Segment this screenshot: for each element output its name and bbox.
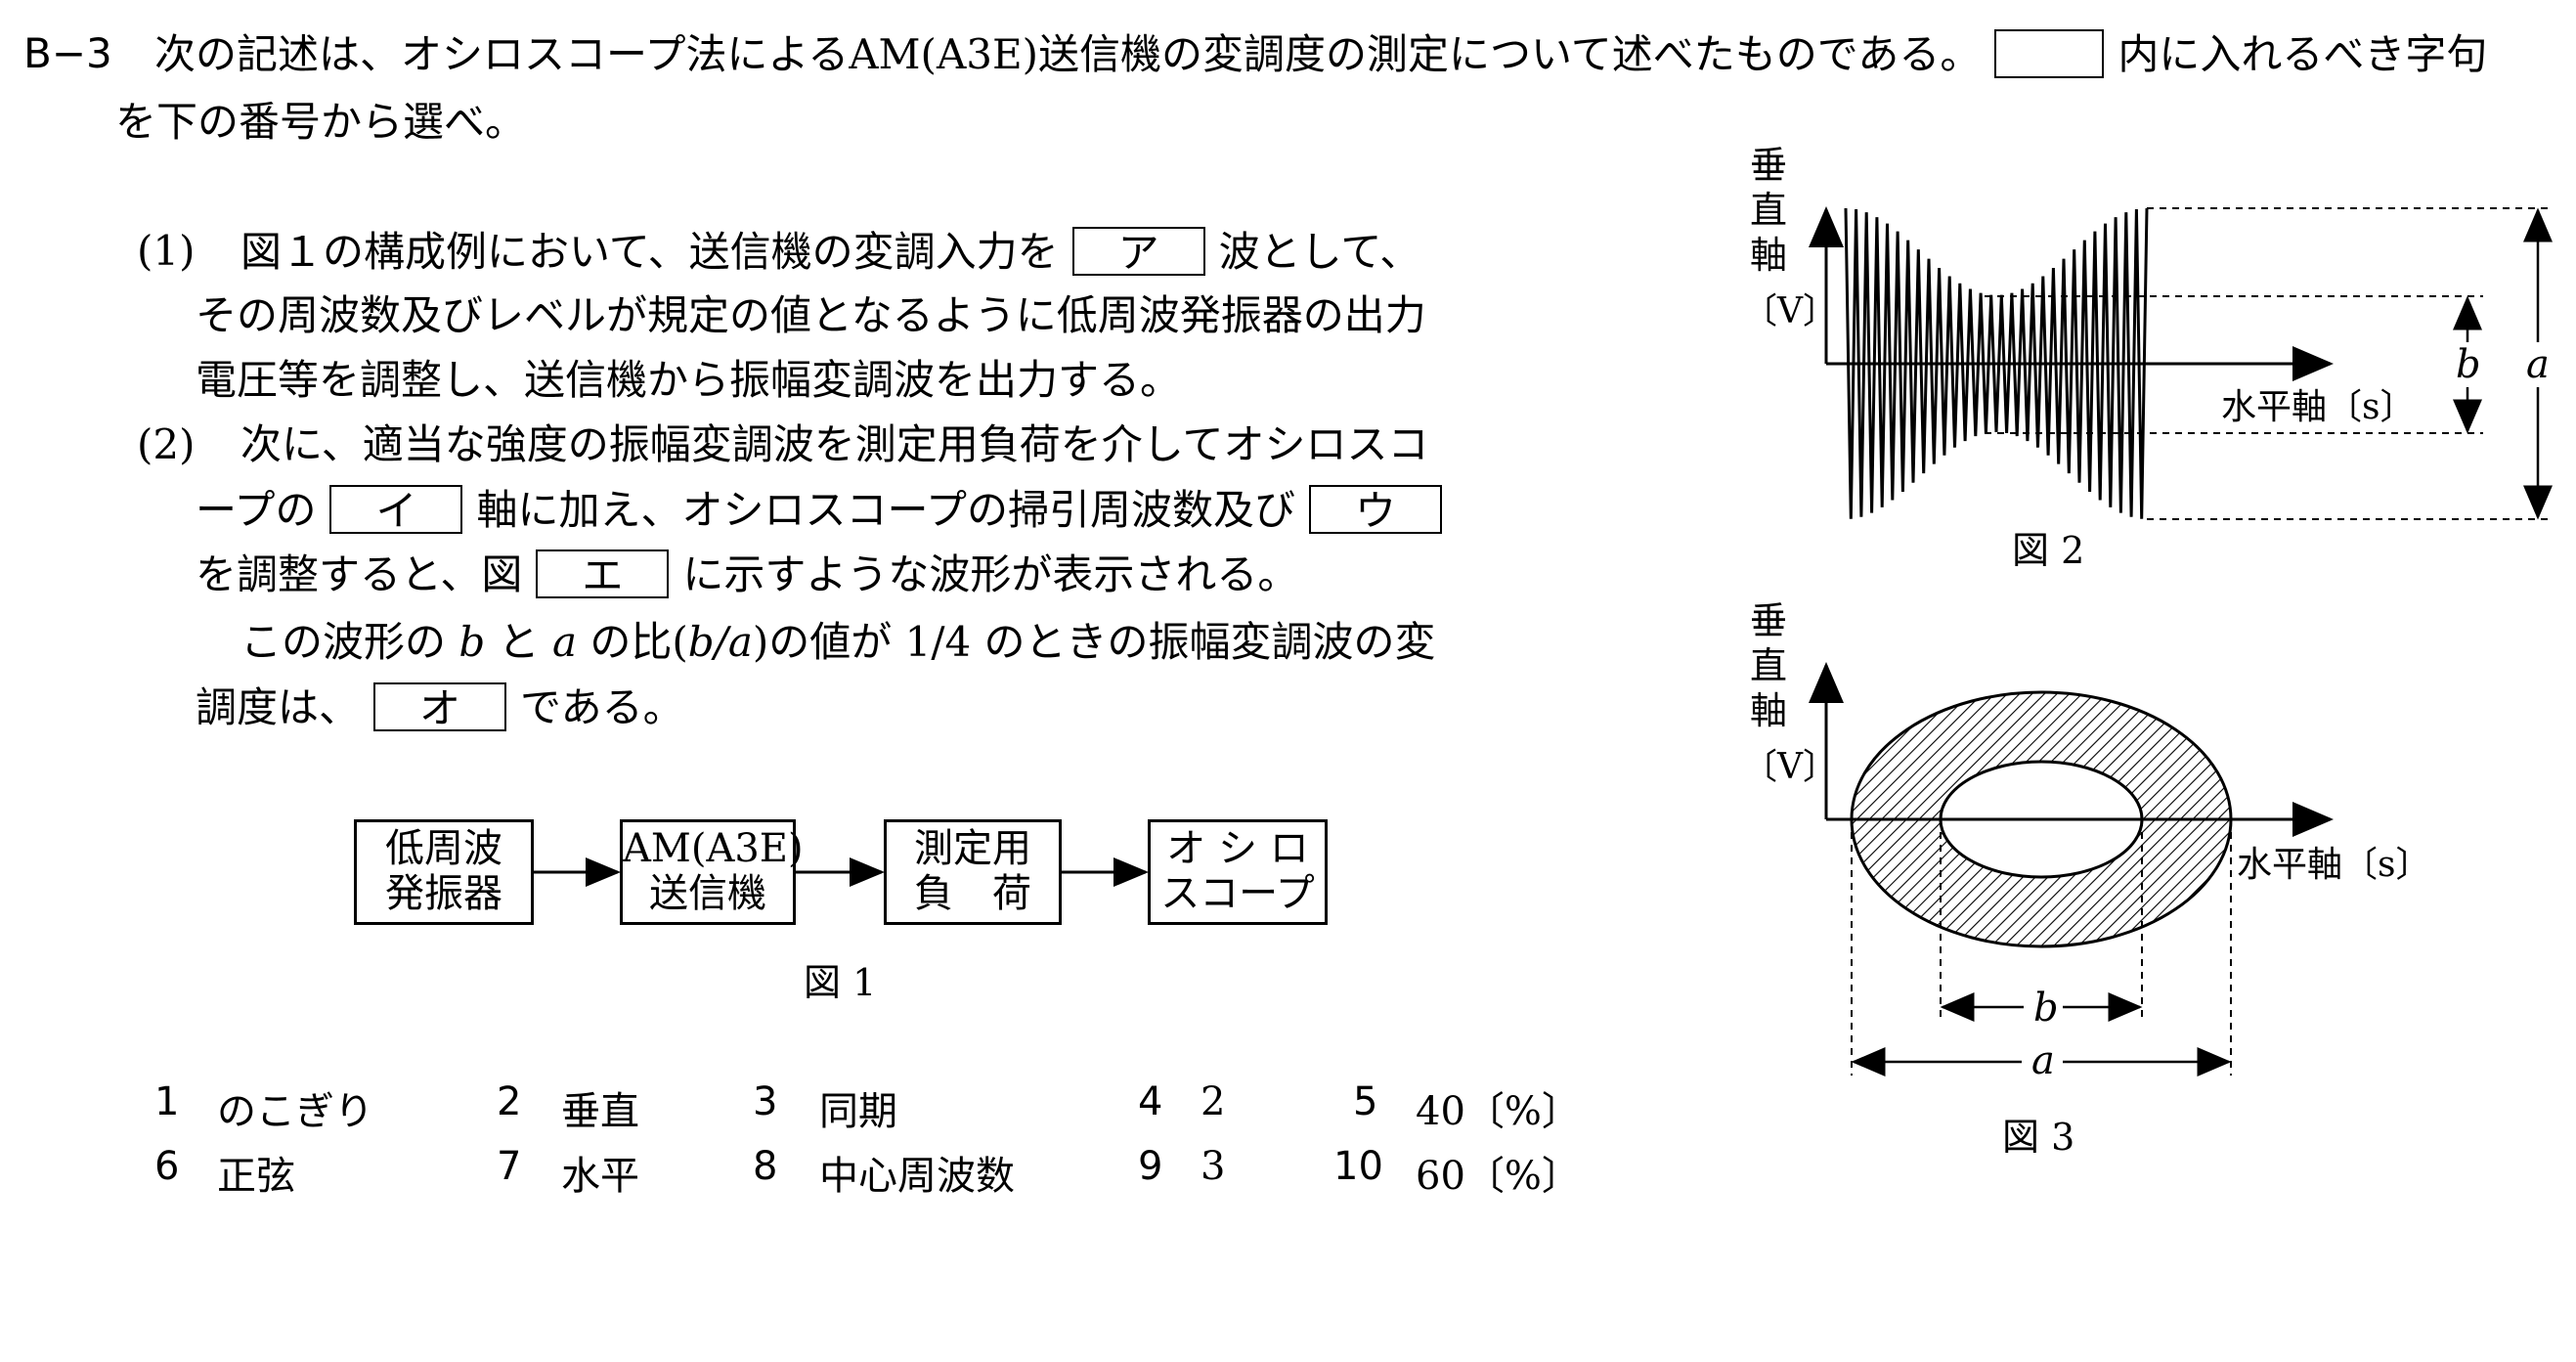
item-2-text-h: )の値が 1/4 のときの振幅変調波の変 (752, 618, 1436, 666)
fig2-am-waveform (1844, 207, 2149, 519)
fig1-box-oscillator: 低周波 発振器 (354, 819, 534, 925)
choice-7-num: 7 (497, 1144, 522, 1189)
item-2-text-a: ープの (196, 486, 317, 534)
item-2-line1: 次に、適当な強度の振幅変調波を測定用負荷を介してオシロスコ (240, 420, 1429, 468)
fig2-y-label-2: 直 (1750, 189, 1787, 232)
fig3-x-label: 水平軸〔s〕 (2237, 845, 2430, 885)
ratio: b/a (687, 618, 753, 666)
fig1-box-1-l1: 低周波 (385, 826, 502, 871)
blank-u: ウ (1308, 485, 1442, 535)
fig2-label-b: b (2456, 342, 2481, 387)
var-b: b (458, 618, 486, 666)
blank-i: イ (329, 485, 463, 535)
blank-e: エ (536, 549, 670, 599)
blank-box-generic (1994, 29, 2105, 78)
item-1-line2: その周波数及びレベルが規定の値となるように低周波発振器の出力 (196, 291, 1426, 339)
choice-6-text: 正弦 (217, 1154, 295, 1199)
fig1-box-3-l1: 測定用 (914, 826, 1031, 871)
fig3-label-b: b (2033, 986, 2059, 1031)
choice-1-text: のこぎり (217, 1089, 373, 1134)
fig1-box-4-l2: スコープ (1160, 871, 1315, 916)
fig1-box-4-l1: オ シ ロ (1166, 826, 1309, 871)
item-2-line3: を調整すると、図エに示すような波形が表示される。 (196, 549, 1299, 602)
fig3-caption: 図 3 (2002, 1116, 2074, 1159)
item-2-line2: ープのイ軸に加え、オシロスコープの掃引周波数及びウ (196, 485, 1456, 538)
fig1-box-2-l2: 送信機 (649, 871, 766, 916)
choice-5-num: 5 (1353, 1079, 1378, 1124)
item-1-line1: 図１の構成例において、送信機の変調入力をア波として、 (240, 227, 1421, 280)
fig2-x-label: 水平軸〔s〕 (2221, 387, 2415, 427)
choice-9-num: 9 (1138, 1144, 1163, 1189)
fig1-arrows (534, 857, 1149, 887)
fig1-box-load: 測定用 負 荷 (884, 819, 1062, 925)
question-stem: 次の記述は、オシロスコープ法によるAM(A3E)送信機の変調度の測定について述べ… (154, 29, 2488, 82)
choice-4-num: 4 (1138, 1079, 1163, 1124)
choice-8-text: 中心周波数 (819, 1154, 1015, 1199)
item-2-line5: 調度は、オである。 (196, 682, 684, 735)
blank-o: オ (373, 682, 507, 732)
fig1-box-transmitter: AM(A3E) 送信機 (620, 819, 804, 925)
item-1-num: (1) (137, 227, 196, 275)
choice-2-num: 2 (497, 1079, 522, 1124)
fig2-label-a: a (2526, 342, 2550, 387)
fig1-box-1-l2: 発振器 (385, 871, 502, 916)
item-2-num: (2) (137, 420, 196, 468)
fig1-box-2-l1: AM(A3E) (623, 826, 804, 871)
fig1-box-oscilloscope: オ シ ロ スコープ (1148, 819, 1328, 925)
choice-7-text: 水平 (561, 1154, 639, 1199)
fig3-y-label-3: 軸 (1750, 689, 1787, 732)
fig2-fig3-diagrams: 垂 直 軸 〔V〕 b a 水平軸〔s〕 図 2 垂 直 軸 〔V〕 b a 水… (1742, 144, 2553, 1159)
item-2-text-e: この波形の (240, 618, 447, 666)
var-a: a (552, 618, 578, 666)
choice-1-num: 1 (154, 1079, 180, 1124)
fig1-caption: 図 1 (804, 961, 877, 1004)
item-2-text-j: である。 (520, 683, 684, 731)
item-1-text-a: 図１の構成例において、送信機の変調入力を (240, 228, 1059, 276)
fig2-caption: 図 2 (2012, 529, 2084, 572)
fig3-label-a: a (2031, 1038, 2055, 1083)
choice-6-num: 6 (154, 1144, 180, 1189)
choice-2-text: 垂直 (561, 1089, 639, 1134)
choice-10-num: 10 (1333, 1144, 1383, 1189)
fig3-y-label-1: 垂 (1750, 599, 1787, 642)
item-2-text-f: と (498, 618, 540, 666)
item-2-text-g: の比( (589, 618, 688, 666)
item-2-text-b: 軸に加え、オシロスコープの掃引周波数及び (476, 486, 1295, 534)
item-1-text-b: 波として、 (1218, 228, 1421, 276)
fig2-y-label-1: 垂 (1750, 144, 1787, 187)
question-stem-line2: を下の番号から選べ。 (115, 98, 527, 146)
item-2-line4: この波形の b と a の比(b/a)の値が 1/4 のときの振幅変調波の変 (240, 622, 1436, 663)
item-2-text-i: 調度は、 (196, 683, 361, 731)
choice-3-text: 同期 (819, 1089, 897, 1134)
item-1-line3: 電圧等を調整し、送信機から振幅変調波を出力する。 (196, 356, 1182, 404)
choice-5-text: 40〔%〕 (1416, 1089, 1581, 1134)
fig2-y-label-3: 軸 (1750, 234, 1787, 277)
stem-text: 次の記述は、オシロスコープ法によるAM(A3E)送信機の変調度の測定について述べ… (154, 30, 1982, 78)
question-number: B−3 (23, 29, 112, 77)
item-2-text-d: に示すような波形が表示される。 (682, 550, 1299, 598)
blank-a: ア (1071, 227, 1205, 277)
choice-4-text: 2 (1201, 1079, 1226, 1124)
choice-9-text: 3 (1201, 1144, 1226, 1189)
choice-3-num: 3 (753, 1079, 778, 1124)
choice-8-num: 8 (753, 1144, 778, 1189)
stem-text-2: 内に入れるべき字句 (2118, 30, 2488, 78)
item-2-text-c: を調整すると、図 (196, 550, 523, 598)
fig3-y-label-4: 〔V〕 (1742, 747, 1838, 787)
fig1-box-3-l2: 負 荷 (914, 871, 1031, 916)
choice-10-text: 60〔%〕 (1416, 1154, 1581, 1199)
fig3-y-label-2: 直 (1750, 644, 1787, 687)
fig2-y-label-4: 〔V〕 (1742, 291, 1838, 331)
